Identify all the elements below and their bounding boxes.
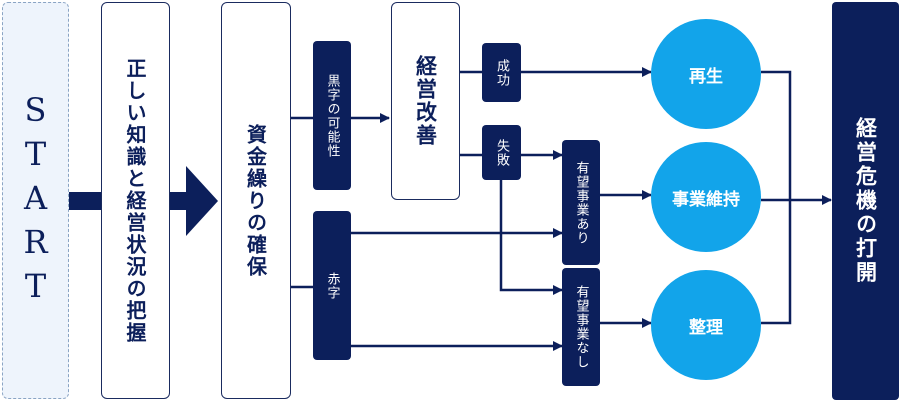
branch-profit-possible: 黒字の可能性: [313, 41, 351, 190]
branch-success-label: 成功: [494, 58, 509, 87]
start-box: START: [2, 2, 69, 399]
outcome-revival: 再生: [651, 19, 761, 129]
branch-promising-no: 有望事業なし: [562, 268, 600, 386]
branch-failure-label: 失敗: [494, 138, 509, 167]
branch-promising-yes: 有望事業あり: [562, 140, 600, 265]
final-label: 経営危機の打開: [853, 117, 878, 285]
outcome-revival-label: 再生: [689, 66, 723, 87]
branch-profit-possible-label: 黒字の可能性: [324, 73, 340, 158]
step-understand-box: 正しい知識と経営状況の把握: [101, 2, 170, 399]
big-arrow-1-shaft: [69, 192, 101, 210]
outcome-liquidation: 整理: [651, 270, 761, 380]
final-box: 経営危機の打開: [832, 2, 899, 400]
branch-deficit: 赤字: [313, 211, 351, 360]
branch-promising-yes-label: 有望事業あり: [573, 160, 589, 245]
outcome-maintain-label: 事業維持: [672, 189, 740, 210]
step-improve-box: 経営改善: [391, 2, 460, 200]
outcome-maintain: 事業維持: [651, 142, 761, 252]
branch-failure: 失敗: [482, 125, 521, 180]
branch-deficit-label: 赤字: [324, 271, 340, 300]
branch-success: 成功: [482, 43, 521, 102]
outcome-liquidation-label: 整理: [689, 317, 723, 338]
step-cashflow-box: 資金繰りの確保: [221, 2, 291, 399]
step-improve-label: 経営改善: [413, 55, 438, 147]
step-cashflow-label: 資金繰りの確保: [243, 123, 268, 278]
branch-promising-no-label: 有望事業なし: [573, 285, 589, 369]
start-label: START: [16, 90, 55, 311]
big-arrow-2: [170, 166, 218, 236]
step-understand-label: 正しい知識と経営状況の把握: [123, 57, 147, 344]
